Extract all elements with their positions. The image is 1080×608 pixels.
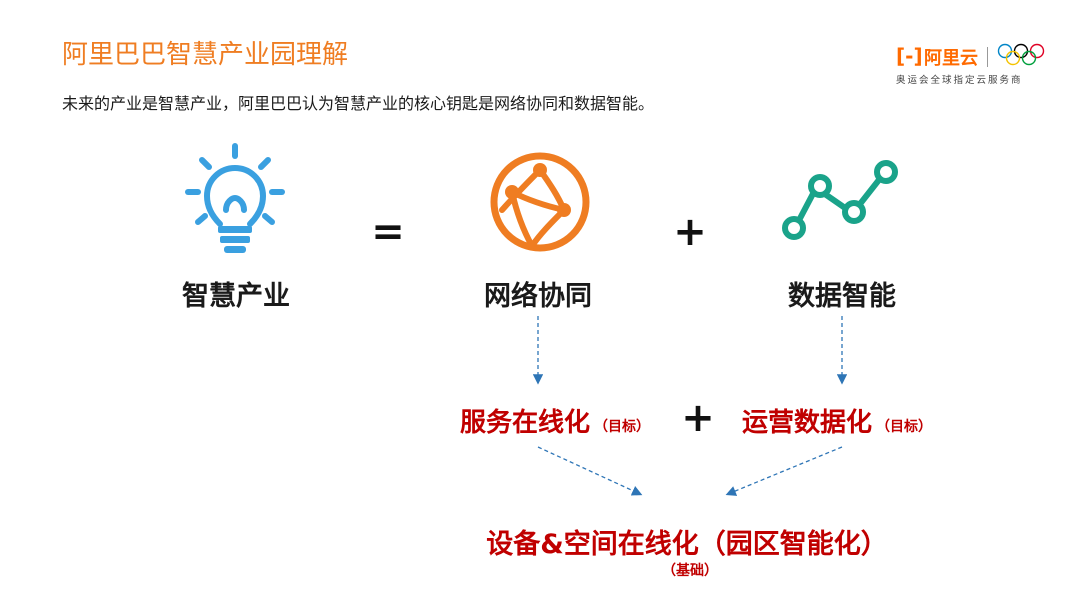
operation-data-note: （目标） (876, 419, 933, 435)
olympic-rings-icon (997, 43, 1045, 66)
page-subtitle: 未来的产业是智慧产业，阿里巴巴认为智慧产业的核心钥匙是网络协同和数据智能。 (62, 94, 655, 113)
equals-sign: = (371, 209, 405, 255)
brand-name: 阿里云 (924, 48, 978, 69)
foundation-text: 设备&空间在线化（园区智能化） (486, 529, 888, 560)
arrow-service-to-foundation (537, 446, 643, 496)
foundation-label: 设备&空间在线化（园区智能化） (464, 522, 910, 561)
page-title: 阿里巴巴智慧产业园理解 (62, 40, 349, 70)
lightbulb-icon (185, 143, 285, 253)
foundation-note: （基础） (662, 563, 718, 579)
label-smart-industry: 智慧产业 (182, 281, 290, 312)
operation-data-text: 运营数据化 (742, 408, 873, 438)
plus-sign-bottom: + (681, 395, 715, 441)
logo-divider (987, 47, 988, 67)
label-network-collaboration: 网络协同 (484, 281, 592, 312)
brand-tagline: 奥运会全球指定云服务商 (896, 75, 1023, 86)
service-online-label: 服务在线化（目标） (460, 402, 650, 439)
plus-sign-top: + (673, 209, 707, 255)
arrow-operation-to-foundation (725, 446, 843, 496)
label-data-intelligence: 数据智能 (788, 281, 896, 312)
globe-network-icon (490, 152, 590, 252)
service-online-text: 服务在线化 (460, 408, 591, 438)
operation-data-label: 运营数据化（目标） (742, 402, 932, 439)
service-online-note: （目标） (594, 419, 651, 435)
alibaba-cloud-logo: [-] 阿里云 奥运会全球指定云服务商 (888, 40, 1053, 90)
line-chart-icon (782, 160, 898, 240)
brand-mark: [-] (896, 44, 923, 68)
